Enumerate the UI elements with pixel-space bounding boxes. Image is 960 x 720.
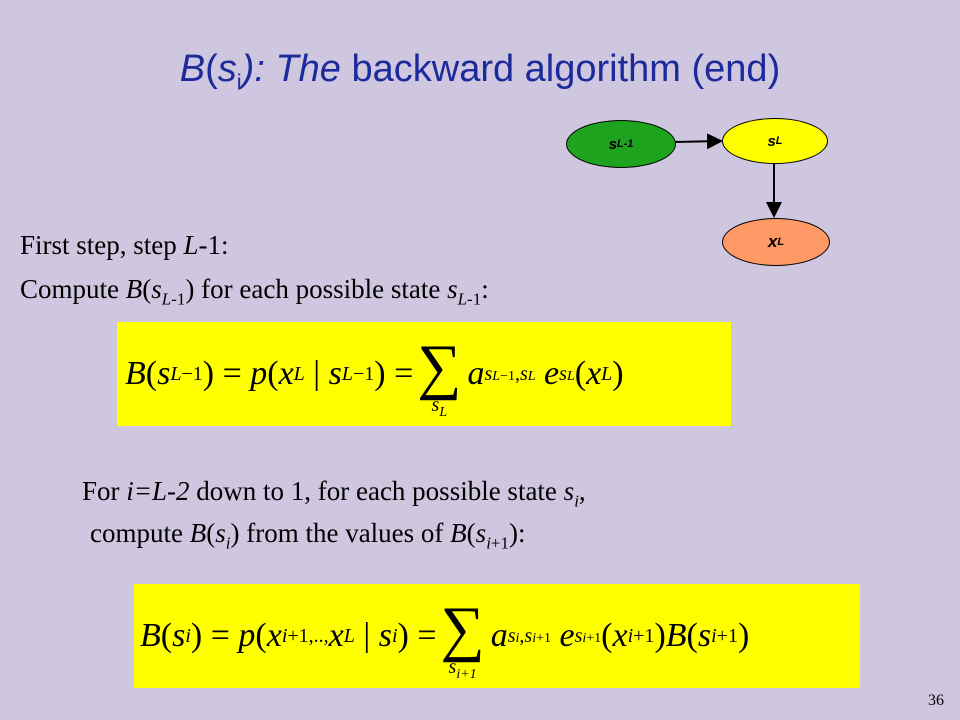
cf-b2: B [450,518,467,548]
compute-sub2: L-1 [458,289,482,308]
cf-s2: s [475,518,487,548]
cf-end: ): [509,518,526,548]
for-line: For i=L-2 down to 1, for each possible s… [82,476,586,511]
node2-base: s [767,132,776,150]
compute-sub-suffix: -1 [171,289,186,309]
for-end: , [578,476,586,506]
cf-sub2-suffix: +1 [490,533,510,553]
first-step-suffix: -1: [198,230,229,260]
cf-s: s [215,518,226,548]
title-s: s [217,48,237,90]
compute-s2: s [447,274,458,304]
for-mid: down to 1, for each possible state [189,476,564,506]
title-b: B [179,48,206,90]
compute-from-line: compute B(si) from the values of B(si+1)… [90,518,526,553]
first-step-prefix: First step, step [20,230,184,260]
diagram-arrows [673,133,782,218]
cf-mid: ) from the values of [230,518,451,548]
node2-sub: L [775,135,783,147]
compute-open: ( [142,274,152,304]
cf-sub2: i [486,533,491,553]
for-pre: For [82,476,127,506]
compute-pre: Compute [20,274,126,304]
compute-sub2-l: L [457,289,468,309]
for-cond: i=L-2 [126,476,190,506]
slide-title: B(si): The backward algorithm (end) [0,48,960,96]
first-step-line: First step, step L-1: [20,232,229,259]
compute-sub: L-1 [162,289,186,308]
sum-symbol-2: ∑si+1 [440,594,485,683]
title-open: ( [205,48,218,90]
cf-sub: i [225,533,231,553]
for-s: s [563,476,575,506]
compute-s: s [151,274,162,304]
sum-symbol-1: ∑sL [417,332,462,421]
page-number: 36 [928,692,944,709]
node1-base: s [608,135,617,153]
compute-sub2-suffix: -1 [467,289,482,309]
edge-sl1-sl [673,133,723,150]
node3-base: x [767,232,778,251]
cf-open: ( [206,518,216,548]
compute-end: : [481,274,489,304]
node3-sub: L [777,236,785,248]
compute-mid: ) for each possible state [185,274,448,304]
cf-open2: ( [466,518,476,548]
for-sub: i [574,491,579,511]
compute-b: B [125,274,143,304]
compute-line: Compute B(sL-1) for each possible state … [20,274,489,308]
node1-sub: L-1 [616,138,634,150]
cf-b: B [189,518,207,548]
cf-pre: compute [90,518,190,548]
title-close-the: ): The [241,48,341,90]
title-i: i [236,69,242,95]
title-rest: backward algorithm (end) [340,48,781,90]
first-step-var: L [183,230,199,260]
compute-sub-l: L [161,289,172,309]
